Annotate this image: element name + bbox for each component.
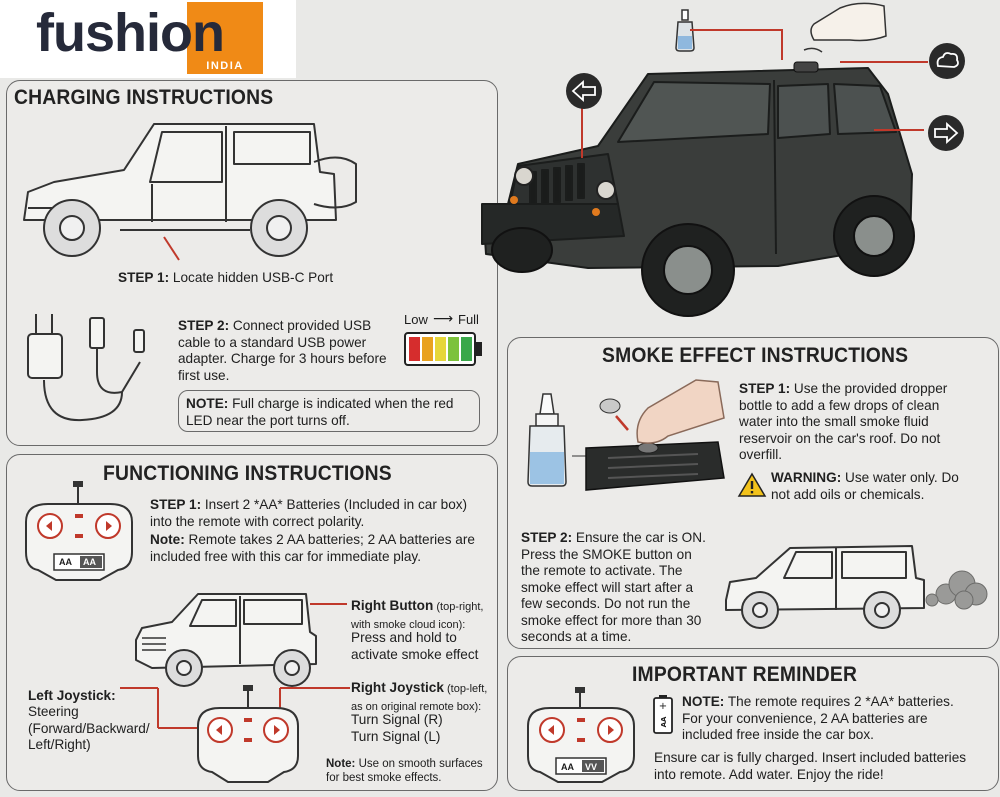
jeep-smoke-illustration: [725, 545, 988, 629]
logo-sub-text: INDIA: [206, 60, 244, 72]
functioning-step1: STEP 1: Insert 2 *AA* Batteries (Include…: [150, 497, 468, 529]
charging-note: NOTE: Full charge is indicated when the …: [186, 396, 454, 428]
usb-port-pointer: [163, 236, 180, 261]
left-joystick-label: Left Joystick:: [28, 688, 116, 703]
svg-text:+: +: [659, 701, 667, 712]
smoke-step2: STEP 2: Ensure the car is ON. Press the …: [521, 530, 706, 644]
right-button-action: Press and hold to activate smoke effect: [351, 630, 479, 662]
battery-level-icon: [404, 332, 482, 366]
remote-battery-a: AA: [59, 557, 72, 567]
reminder-battery-b: VV: [585, 762, 598, 772]
left-arrow-icon: [566, 73, 602, 109]
reminder-footer: Ensure car is fully charged. Insert incl…: [654, 750, 967, 782]
battery-arrow-icon: ⟶: [433, 310, 454, 326]
usb-adapter-cable-illustration: [27, 314, 145, 422]
right-joystick-desc: Right Joystick (top-left, as on original…: [351, 680, 488, 713]
smoke-warning: WARNING: Use water only. Do not add oils…: [771, 470, 959, 502]
functioning-note: Note: Remote takes 2 AA batteries; 2 AA …: [150, 532, 475, 564]
functioning-title: FUNCTIONING INSTRUCTIONS: [103, 462, 392, 485]
turn-signal-right: Turn Signal (R): [351, 712, 443, 727]
remote-battery-b: AA: [83, 557, 96, 567]
smoke-step1: STEP 1: Use the provided dropper bottle …: [739, 381, 948, 462]
charging-step2: STEP 2: Connect provided USB cable to a …: [178, 318, 387, 383]
charging-step1: STEP 1: Locate hidden USB-C Port: [118, 270, 334, 285]
jeep-side-illustration: [23, 123, 357, 261]
remote-illustration-reminder: [527, 687, 635, 783]
battery-full-label: Full: [458, 312, 479, 327]
jeep-three-quarter-illustration: [135, 593, 347, 687]
reminder-title: IMPORTANT REMINDER: [632, 663, 858, 686]
functioning-bottom-note: Note: Use on smooth surfaces for best sm…: [326, 758, 483, 784]
turn-signal-left: Turn Signal (L): [351, 729, 441, 744]
logo-brand-text: fushion: [36, 3, 225, 63]
remote-illustration-bottom: [120, 685, 350, 783]
right-button-desc: Right Button (top-right, with smoke clou…: [351, 598, 484, 631]
reservoir-closeup-illustration: [572, 379, 725, 491]
charging-note-box: [178, 390, 480, 432]
dropper-bottle-illustration: [527, 393, 567, 487]
brand-logo: fushion INDIA: [0, 0, 296, 78]
battery-low-label: Low: [404, 312, 428, 327]
dropper-bottle-icon: [675, 9, 695, 52]
hero-pointer-lines: [690, 29, 928, 63]
right-arrow-icon: [928, 115, 964, 151]
battery-icon: + AA: [653, 695, 673, 734]
reminder-battery-a: AA: [561, 762, 574, 772]
hand-icon: [803, 2, 887, 53]
smoke-cloud-icon: [929, 43, 965, 79]
jeep-hero-illustration: [481, 61, 924, 317]
warning-icon: [737, 472, 767, 497]
svg-text:AA: AA: [660, 716, 668, 727]
smoke-title: SMOKE EFFECT INSTRUCTIONS: [602, 344, 909, 367]
reminder-note: NOTE: The remote requires 2 *AA* batteri…: [682, 694, 954, 742]
charging-title: CHARGING INSTRUCTIONS: [14, 86, 274, 109]
left-joystick-desc: Steering (Forward/Backward/ Left/Right): [28, 704, 150, 752]
logo-orange-block: [187, 2, 263, 74]
remote-illustration-top: [25, 481, 133, 581]
